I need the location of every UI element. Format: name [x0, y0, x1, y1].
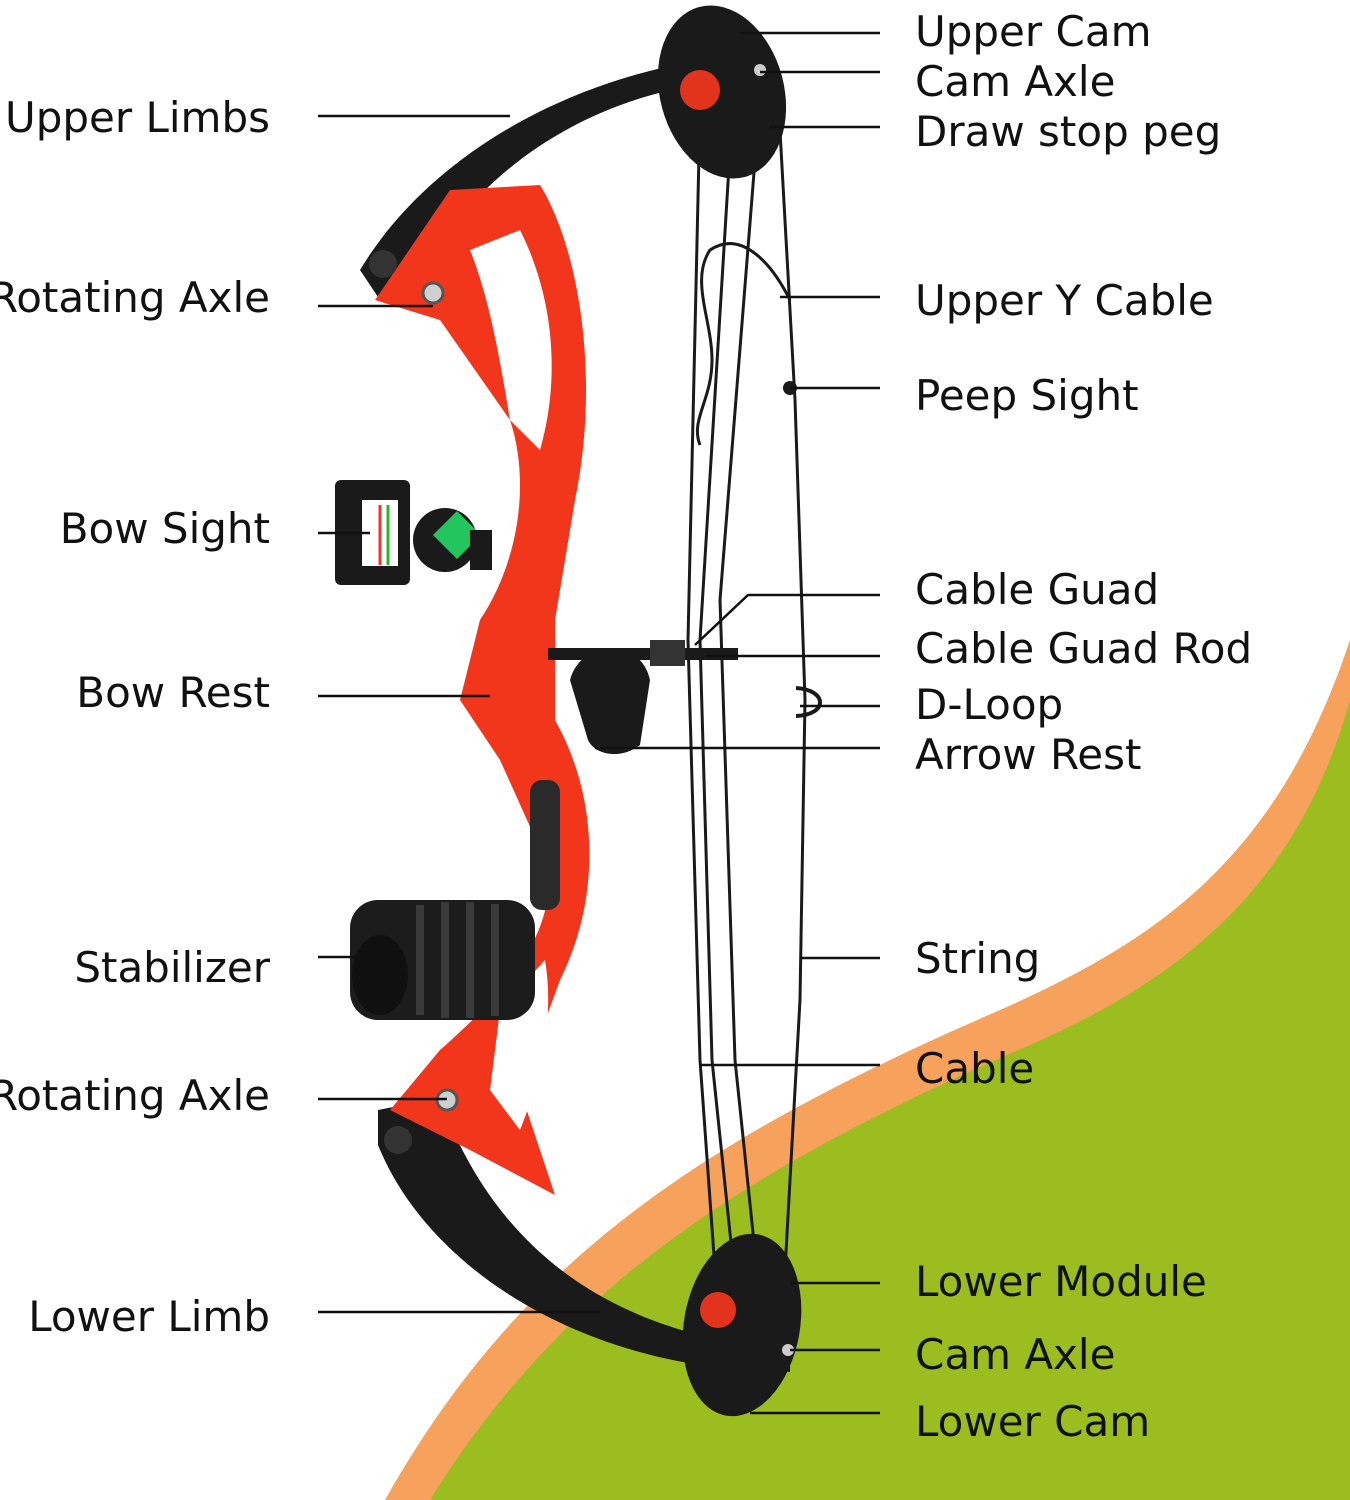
label-d-loop: D-Loop	[915, 680, 1064, 729]
grip-pad	[530, 780, 560, 910]
label-upper-y-cable: Upper Y Cable	[915, 276, 1214, 325]
label-peep-sight: Peep Sight	[915, 371, 1139, 420]
riser-shape	[375, 185, 590, 1195]
label-lower-module: Lower Module	[915, 1257, 1207, 1306]
label-cable: Cable	[915, 1044, 1035, 1093]
arrow-rest-shape	[548, 640, 738, 755]
riser-cutout-upper	[470, 230, 552, 450]
label-cam-axle-upper: Cam Axle	[915, 57, 1116, 106]
label-rotating-axle-upper: Rotating Axle	[0, 273, 270, 322]
label-draw-stop-peg: Draw stop peg	[915, 107, 1222, 156]
label-lower-limb: Lower Limb	[28, 1292, 270, 1341]
label-arrow-rest: Arrow Rest	[915, 730, 1142, 779]
bow-cable-3	[718, 159, 762, 1301]
label-upper-limbs: Upper Limbs	[4, 93, 270, 142]
lower-cam-shape	[682, 1233, 802, 1417]
bow-cable-2	[698, 149, 740, 1311]
upper-rotating-axle-shape	[421, 281, 445, 305]
upper-cam-shape	[657, 5, 787, 179]
lower-limb-pocket	[384, 1126, 412, 1154]
d-loop-shape	[795, 686, 822, 718]
string-and-cables	[686, 94, 807, 1361]
stabilizer-shape	[350, 900, 535, 1020]
label-string: String	[915, 934, 1041, 983]
background-green-area	[430, 700, 1350, 1500]
label-rotating-axle-lower: Rotating Axle	[0, 1071, 270, 1120]
label-cable-guad: Cable Guad	[915, 565, 1160, 614]
leader-cable-guad	[694, 593, 880, 646]
label-upper-cam: Upper Cam	[915, 7, 1152, 56]
leader-lines	[318, 31, 880, 1415]
label-cable-guad-rod: Cable Guad Rod	[915, 624, 1253, 673]
label-cam-axle-lower: Cam Axle	[915, 1330, 1116, 1379]
upper-limb-pocket	[369, 250, 397, 278]
bow-sight-shape	[335, 480, 492, 585]
label-stabilizer: Stabilizer	[74, 943, 270, 992]
bow-cable-1	[686, 109, 722, 1341]
upper-y-cable-loop	[695, 242, 792, 446]
label-lower-cam: Lower Cam	[915, 1397, 1151, 1446]
label-bow-rest: Bow Rest	[76, 668, 270, 717]
riser-cutout-lower	[490, 960, 549, 1130]
label-bow-sight: Bow Sight	[59, 504, 270, 553]
